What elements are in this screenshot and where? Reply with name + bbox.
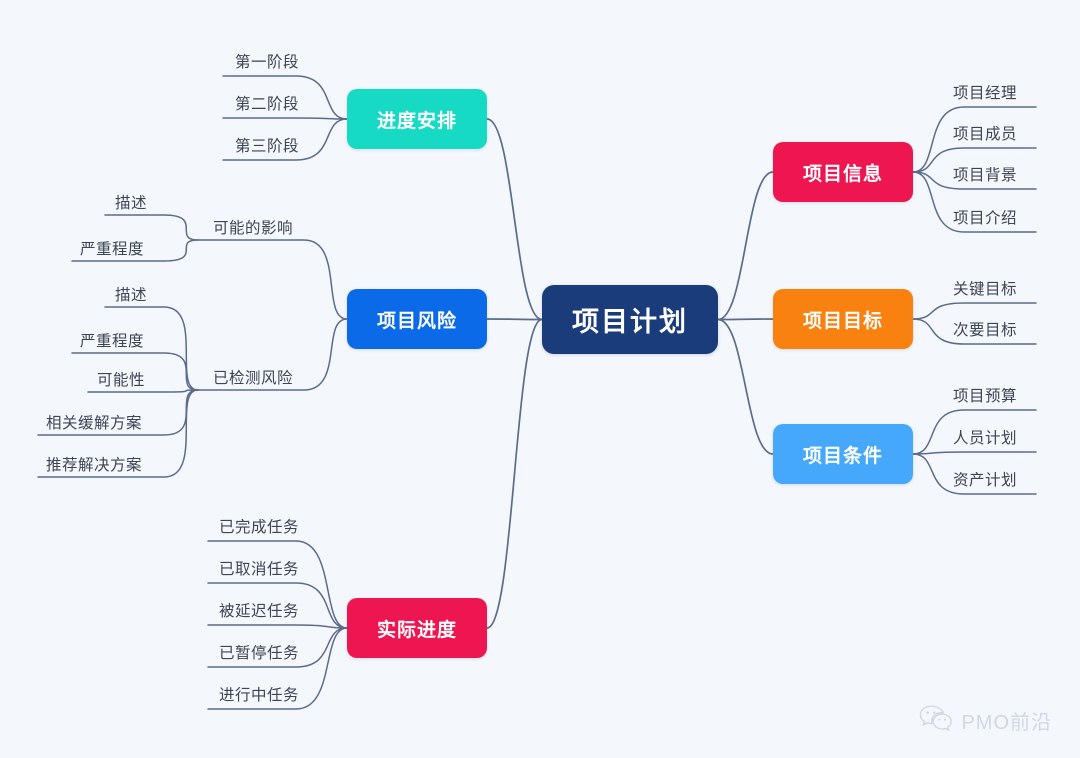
leaf-label[interactable]: 项目经理 <box>953 85 1018 102</box>
leaf-label[interactable]: 推荐解决方案 <box>46 457 143 474</box>
leaf-label[interactable]: 可能性 <box>97 372 146 389</box>
leaf-label[interactable]: 已完成任务 <box>219 519 300 536</box>
connector <box>197 239 348 320</box>
branch-node-condition[interactable]: 项目条件 <box>773 424 913 484</box>
leaf-label[interactable]: 项目介绍 <box>953 210 1018 227</box>
leaf-label[interactable]: 描述 <box>115 287 148 304</box>
connector <box>207 624 348 629</box>
leaf-label[interactable]: 关键目标 <box>953 281 1018 298</box>
leaf-label[interactable]: 第三阶段 <box>235 138 300 155</box>
sub-branch-label[interactable]: 已检测风险 <box>213 370 294 387</box>
connector <box>717 171 774 321</box>
connector <box>222 117 348 120</box>
wechat-icon <box>919 705 953 736</box>
connector <box>912 451 1037 455</box>
branch-node-info[interactable]: 项目信息 <box>773 142 913 202</box>
connector <box>486 318 543 321</box>
leaf-label[interactable]: 资产计划 <box>953 472 1018 489</box>
branch-node-schedule[interactable]: 进度安排 <box>347 89 487 149</box>
branch-node-goal[interactable]: 项目目标 <box>773 289 913 349</box>
leaf-label[interactable]: 第二阶段 <box>235 96 300 113</box>
connector <box>486 318 543 629</box>
leaf-label[interactable]: 项目成员 <box>953 126 1018 143</box>
leaf-label[interactable]: 人员计划 <box>953 430 1018 447</box>
connector <box>87 389 199 393</box>
connector <box>486 118 543 321</box>
leaf-label[interactable]: 进行中任务 <box>219 687 300 704</box>
leaf-label[interactable]: 描述 <box>115 195 148 212</box>
leaf-label[interactable]: 次要目标 <box>953 322 1018 339</box>
connector <box>717 318 774 321</box>
leaf-label[interactable]: 被延迟任务 <box>219 603 300 620</box>
leaf-label[interactable]: 严重程度 <box>80 333 145 350</box>
connector <box>717 318 774 455</box>
leaf-label[interactable]: 项目预算 <box>953 388 1018 405</box>
leaf-label[interactable]: 相关缓解方案 <box>46 415 143 432</box>
connector <box>912 302 1037 320</box>
leaf-label[interactable]: 已暂停任务 <box>219 645 300 662</box>
branch-node-progress[interactable]: 实际进度 <box>347 598 487 658</box>
root-node[interactable]: 项目计划 <box>542 285 718 354</box>
leaf-label[interactable]: 项目背景 <box>953 167 1018 184</box>
watermark-text: PMO前沿 <box>961 712 1052 734</box>
sub-branch-label[interactable]: 可能的影响 <box>213 220 294 237</box>
leaf-label[interactable]: 第一阶段 <box>235 54 300 71</box>
leaf-label[interactable]: 已取消任务 <box>219 561 300 578</box>
watermark: PMO前沿 <box>919 705 1052 736</box>
branch-node-risk[interactable]: 项目风险 <box>347 289 487 349</box>
leaf-label[interactable]: 严重程度 <box>80 241 145 258</box>
